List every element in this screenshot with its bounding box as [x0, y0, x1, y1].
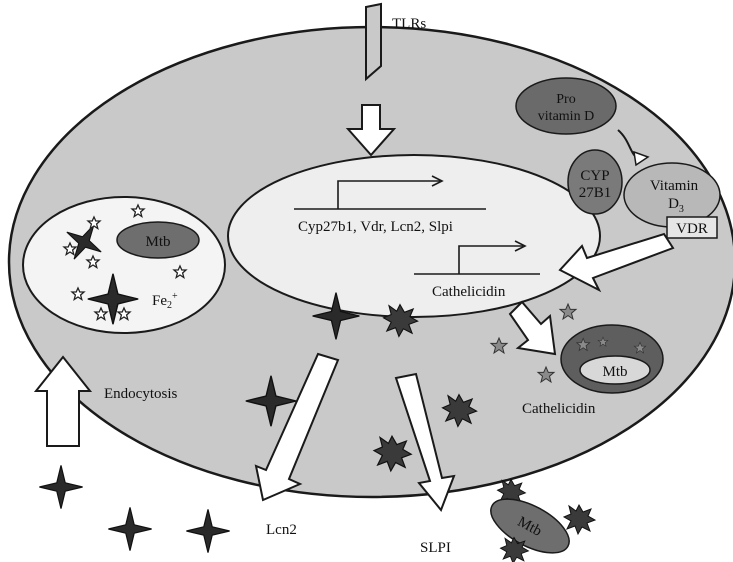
cyp-label-2: 27B1 — [579, 185, 612, 201]
endocytosis-label: Endocytosis — [104, 386, 177, 402]
tlr-receptor — [366, 4, 381, 79]
cyp-label-1: CYP — [580, 168, 609, 184]
extracellular-slpi-burst — [564, 505, 595, 534]
vitamin-label-1: Vitamin — [650, 178, 699, 194]
extracellular-lcn2-star — [108, 507, 151, 550]
mtb-phagosome-label: Mtb — [602, 364, 627, 380]
slpi-label: SLPI — [420, 540, 451, 556]
lcn2-label: Lcn2 — [266, 522, 297, 538]
mtb-endosome-label: Mtb — [145, 234, 170, 250]
extracellular-lcn2-star — [186, 509, 229, 552]
nucleus — [228, 155, 600, 317]
cathelicidin-out-label: Cathelicidin — [522, 401, 596, 417]
extracellular-slpi-burst — [501, 537, 529, 562]
extracellular-lcn2-star — [39, 465, 82, 508]
pro-vitamin-label-2: vitamin D — [538, 109, 594, 124]
gene-list-label: Cyp27b1, Vdr, Lcn2, Slpi — [298, 219, 453, 235]
tlrs-label: TLRs — [392, 16, 426, 32]
vdr-label: VDR — [676, 221, 708, 237]
pro-vitamin-label-1: Pro — [556, 92, 575, 107]
cathelicidin-gene-label: Cathelicidin — [432, 284, 506, 300]
